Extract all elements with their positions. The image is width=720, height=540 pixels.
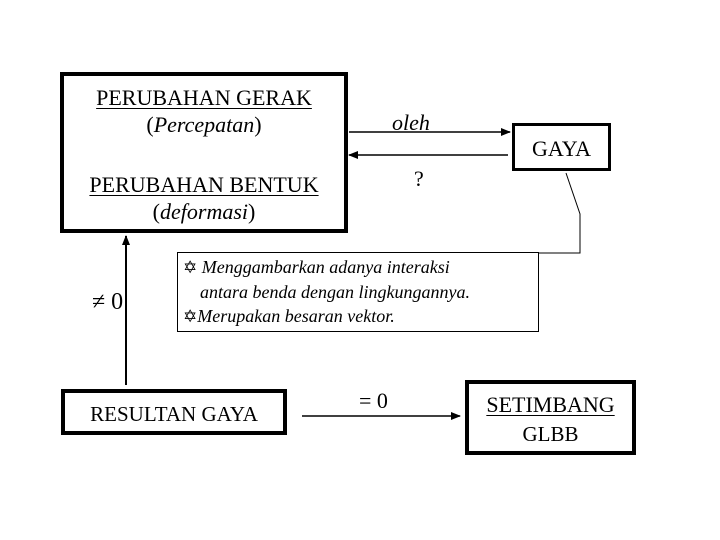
- result-box: SETIMBANG GLBB: [465, 380, 636, 455]
- result-title: SETIMBANG: [486, 392, 615, 417]
- star-bullet-icon: ✡: [183, 258, 198, 278]
- not-zero-label: ≠ 0: [92, 289, 124, 315]
- callout-pointer: [539, 172, 581, 254]
- result-subtitle: GLBB: [522, 422, 579, 446]
- by-label: oleh: [392, 110, 430, 135]
- resultant-label: RESULTAN GAYA: [90, 402, 258, 426]
- info-box: ✡ Menggambarkan adanya interaksi antara …: [177, 252, 539, 332]
- equals-zero-label: = 0: [359, 388, 388, 413]
- force-box: GAYA: [512, 123, 611, 171]
- shape-change-subtitle: (deformasi): [152, 199, 256, 224]
- resultant-box: RESULTAN GAYA: [61, 389, 287, 435]
- force-label: GAYA: [531, 136, 592, 161]
- info-line-1: ✡ Menggambarkan adanya interaksi: [183, 257, 450, 278]
- info-line-3: ✡Merupakan besaran vektor.: [183, 306, 395, 327]
- change-box: PERUBAHAN GERAK (Percepatan) PERUBAHAN B…: [60, 72, 348, 233]
- motion-change-subtitle: (Percepatan): [146, 112, 262, 137]
- star-bullet-icon: ✡: [183, 307, 198, 327]
- info-line-2: antara benda dengan lingkungannya.: [200, 282, 470, 302]
- question-label: ?: [414, 166, 424, 191]
- motion-change-title: PERUBAHAN GERAK: [96, 85, 312, 110]
- shape-change-title: PERUBAHAN BENTUK: [89, 172, 319, 197]
